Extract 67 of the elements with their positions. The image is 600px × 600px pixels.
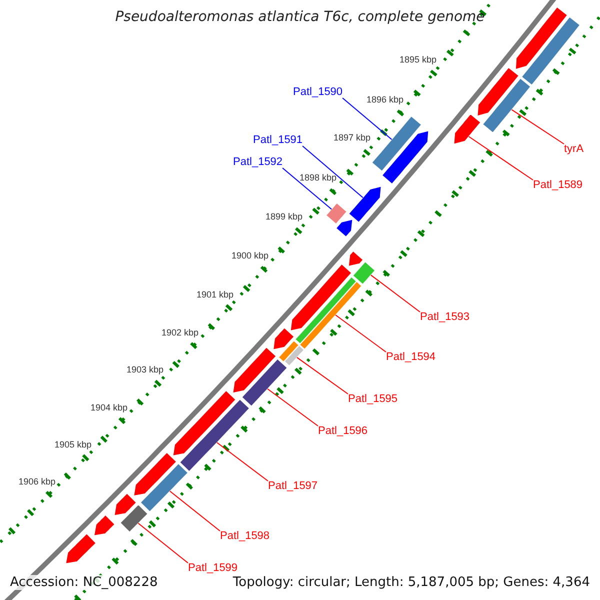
leader-line	[370, 274, 420, 312]
gene-bar	[120, 504, 148, 532]
gene-bar	[521, 16, 580, 86]
gene-label: Patl_1593	[420, 312, 470, 323]
gene-bar	[326, 202, 348, 224]
scale-label: 1901 kbp	[196, 290, 234, 300]
scale-label: 1899 kbp	[265, 212, 303, 222]
gene-bar	[372, 116, 422, 172]
leader-line	[169, 490, 220, 532]
gene-feature	[114, 492, 137, 516]
gene-bar	[482, 78, 531, 134]
gene-feature	[336, 219, 353, 238]
gene-feature	[272, 327, 294, 350]
leader-line	[216, 442, 268, 482]
leader-line	[138, 522, 188, 564]
gene-label: Patl_1598	[220, 531, 270, 542]
scale-label: 1895 kbp	[399, 56, 437, 64]
gene-label: Patl_1591	[253, 135, 303, 146]
gene-feature	[454, 114, 481, 144]
gene-bar	[299, 281, 362, 350]
gene-bar	[352, 261, 376, 285]
scale-label: 1898 kbp	[299, 174, 337, 182]
gene-bar	[284, 345, 304, 366]
gene-feature	[348, 250, 364, 267]
leader-line	[282, 168, 332, 210]
gene-bar	[294, 276, 357, 344]
gene-bar	[278, 340, 300, 362]
gene-feature	[515, 6, 568, 70]
gene-feature	[65, 533, 96, 564]
scale-label: 1896 kbp	[366, 96, 404, 104]
gene-label: Patl_1597	[268, 481, 318, 492]
accession-text: Accession: NC_008228	[8, 575, 160, 590]
scale-label: 1903 kbp	[126, 366, 164, 374]
gene-label: Patl_1599	[188, 563, 238, 574]
scale-label: 1900 kbp	[231, 252, 269, 260]
leader-line	[335, 314, 386, 352]
gene-feature	[133, 452, 177, 496]
gene-label: Patl_1594	[386, 352, 436, 363]
gene-bar	[179, 398, 250, 472]
gene-feature	[348, 186, 382, 223]
gene-feature	[232, 346, 276, 394]
gene-label: Patl_1590	[293, 87, 343, 98]
leader-line	[296, 356, 348, 394]
gene-feature	[94, 514, 116, 536]
scale-label: 1904 kbp	[90, 404, 128, 412]
leader-line	[302, 146, 364, 198]
scale-label: 1902 kbp	[161, 328, 199, 338]
genome-info-text: Topology: circular; Length: 5,187,005 bp; Genes: 4,364	[230, 575, 592, 590]
gene-label: Patl_1589	[533, 180, 583, 191]
gene-bar	[242, 358, 288, 407]
gene-label: Patl_1595	[348, 394, 398, 405]
leader-line	[342, 98, 392, 140]
gene-label: tyrA	[564, 144, 584, 155]
gene-label: Patl_1592	[233, 157, 283, 168]
gene-feature	[477, 67, 520, 116]
gene-bar	[140, 463, 188, 512]
gene-feature	[382, 130, 429, 184]
leader-line	[511, 109, 564, 144]
scale-label: 1897 kbp	[333, 134, 371, 142]
gene-feature	[290, 264, 352, 332]
title: Pseudoalteromonas atlantica T6c, complete genome	[114, 10, 486, 24]
leader-line	[468, 136, 534, 180]
gene-feature	[172, 390, 236, 456]
gene-label: Patl_1596	[318, 426, 368, 437]
scale-label: 1906 kbp	[18, 478, 56, 486]
scale-label: 1905 kbp	[54, 440, 92, 450]
leader-line	[267, 388, 318, 426]
